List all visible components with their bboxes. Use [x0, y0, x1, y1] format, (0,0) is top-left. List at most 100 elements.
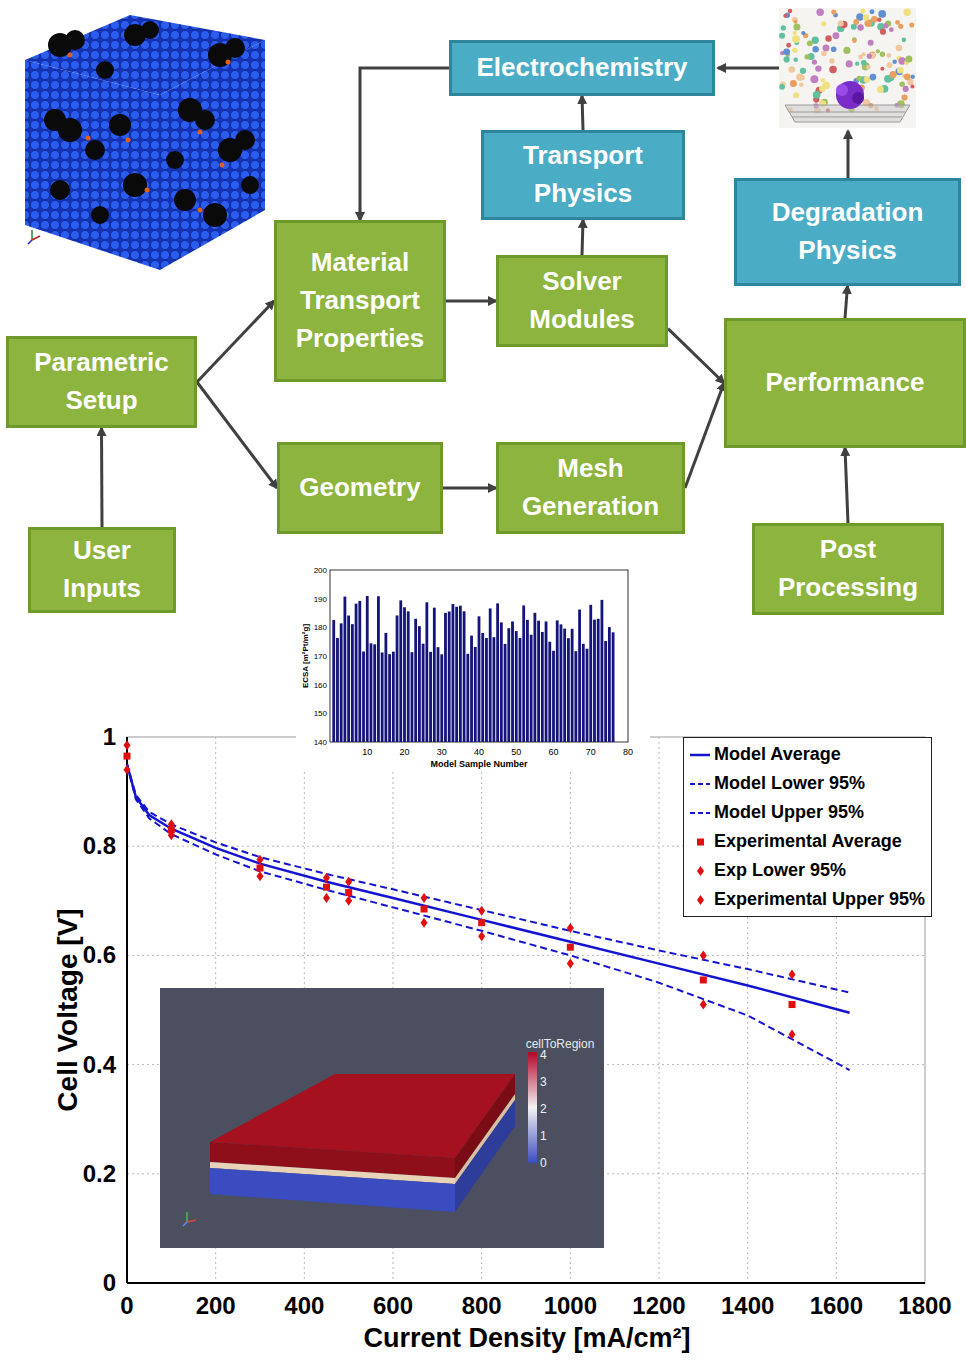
legend-text: Experimental Upper 95% — [714, 889, 925, 910]
axis-tick: 0 — [103, 1269, 116, 1297]
box-label: Transport Physics — [490, 137, 676, 212]
inset-tick: 60 — [548, 747, 558, 757]
inset-tick: 30 — [437, 747, 447, 757]
box-label: Electrochemistry — [477, 49, 688, 87]
legend-sample — [690, 812, 710, 814]
flow-arrow — [197, 301, 274, 382]
inset-tick: 140 — [314, 738, 327, 747]
legend-sample — [690, 783, 710, 785]
colorbar-tick: 1 — [540, 1129, 547, 1143]
axis-tick: 0 — [120, 1292, 133, 1320]
colorbar-tick: 2 — [540, 1102, 547, 1116]
box-label: Geometry — [299, 469, 420, 507]
legend-text: Model Lower 95% — [714, 773, 865, 794]
physics-box: Degradation Physics — [734, 178, 961, 286]
inset-tick: 40 — [474, 747, 484, 757]
colorbar-tick: 4 — [540, 1048, 547, 1062]
box-label: Material Transport Properties — [283, 244, 437, 357]
flow-arrow — [668, 329, 724, 383]
flow-arrow — [360, 68, 449, 220]
box-label: Mesh Generation — [505, 450, 676, 525]
flow-arrow — [446, 300, 496, 303]
inset-tick: 160 — [314, 680, 327, 689]
process-box: Material Transport Properties — [274, 220, 446, 382]
legend-text: Exp Lower 95% — [714, 860, 846, 881]
legend-marker — [688, 777, 712, 791]
axis-title: Cell Voltage [V] — [52, 908, 84, 1111]
axis-tick: 200 — [196, 1292, 236, 1320]
inset-tick: 180 — [314, 623, 327, 632]
inset-axis-title: Model Sample Number — [430, 759, 527, 769]
axis-tick: 1800 — [898, 1292, 951, 1320]
physics-box: Transport Physics — [481, 130, 685, 220]
flow-arrow — [685, 383, 724, 488]
legend-text: Model Average — [714, 744, 841, 765]
process-box: Performance — [724, 318, 966, 448]
flow-arrow — [100, 428, 104, 527]
process-box: Geometry — [277, 442, 443, 534]
box-label: Degradation Physics — [743, 194, 952, 269]
legend-marker — [688, 893, 712, 907]
axis-tick: 1 — [103, 723, 116, 751]
axis-tick: 1200 — [632, 1292, 685, 1320]
axis-tick: 0.4 — [83, 1051, 116, 1079]
inset-tick: 20 — [399, 747, 409, 757]
process-box: User Inputs — [28, 527, 176, 613]
arrow-line — [718, 67, 779, 70]
process-box: Solver Modules — [496, 255, 668, 347]
legend-marker — [688, 864, 712, 878]
inset-tick: 190 — [314, 594, 327, 603]
inset-tick: 170 — [314, 652, 327, 661]
axis-tick: 600 — [373, 1292, 413, 1320]
axis-tick: 1000 — [544, 1292, 597, 1320]
process-box: Post Processing — [752, 523, 944, 615]
particle-cube — [25, 15, 265, 270]
arrow-line — [847, 131, 850, 178]
axis-tick: 800 — [462, 1292, 502, 1320]
colorbar-tick: 3 — [540, 1075, 547, 1089]
inset-tick: 10 — [362, 747, 372, 757]
box-label: Parametric Setup — [15, 344, 188, 419]
box-label: User Inputs — [37, 532, 167, 607]
legend-sample — [697, 838, 704, 845]
process-box: Parametric Setup — [6, 336, 197, 428]
axis-title: Current Density [mA/cm²] — [363, 1323, 690, 1354]
legend-marker — [688, 806, 712, 820]
ecsa-bar-inset — [296, 564, 650, 772]
flow-arrow — [845, 448, 848, 523]
axis-tick: 0.2 — [83, 1160, 116, 1188]
inset-tick: 70 — [586, 747, 596, 757]
axis-tick: 0.8 — [83, 832, 116, 860]
legend-marker — [688, 748, 712, 762]
inset-tick: 150 — [314, 709, 327, 718]
legend-box: Model AverageModel Lower 95% Model Upper … — [683, 737, 932, 917]
legend-text: Experimental Average — [714, 831, 902, 852]
flow-arrow — [582, 220, 583, 255]
flow-arrow — [582, 96, 583, 130]
legend-sample — [697, 895, 704, 905]
legend-sample — [697, 866, 704, 876]
simulation-render — [779, 8, 916, 128]
colorbar-tick: 0 — [540, 1156, 547, 1170]
axis-tick: 1400 — [721, 1292, 774, 1320]
legend-sample — [690, 753, 710, 756]
mesh-inset — [160, 988, 604, 1248]
physics-box: Electrochemistry — [449, 40, 715, 96]
process-box: Mesh Generation — [496, 442, 685, 534]
axis-tick: 1600 — [810, 1292, 863, 1320]
box-label: Solver Modules — [505, 263, 659, 338]
inset-axis-title: ECSA [m²Pt/m²g] — [301, 624, 310, 688]
box-label: Post Processing — [761, 531, 935, 606]
legend-text: Model Upper 95% — [714, 802, 864, 823]
box-label: Performance — [766, 364, 925, 402]
flow-arrow — [443, 487, 496, 490]
flow-arrow — [197, 382, 277, 488]
flow-arrow — [845, 286, 848, 318]
legend-marker — [688, 835, 712, 849]
polarization-chart — [124, 737, 926, 1283]
axis-tick: 0.6 — [83, 941, 116, 969]
colorbar-title: cellToRegion — [526, 1037, 595, 1051]
axis-tick: 400 — [284, 1292, 324, 1320]
inset-tick: 80 — [623, 747, 633, 757]
inset-tick: 50 — [511, 747, 521, 757]
